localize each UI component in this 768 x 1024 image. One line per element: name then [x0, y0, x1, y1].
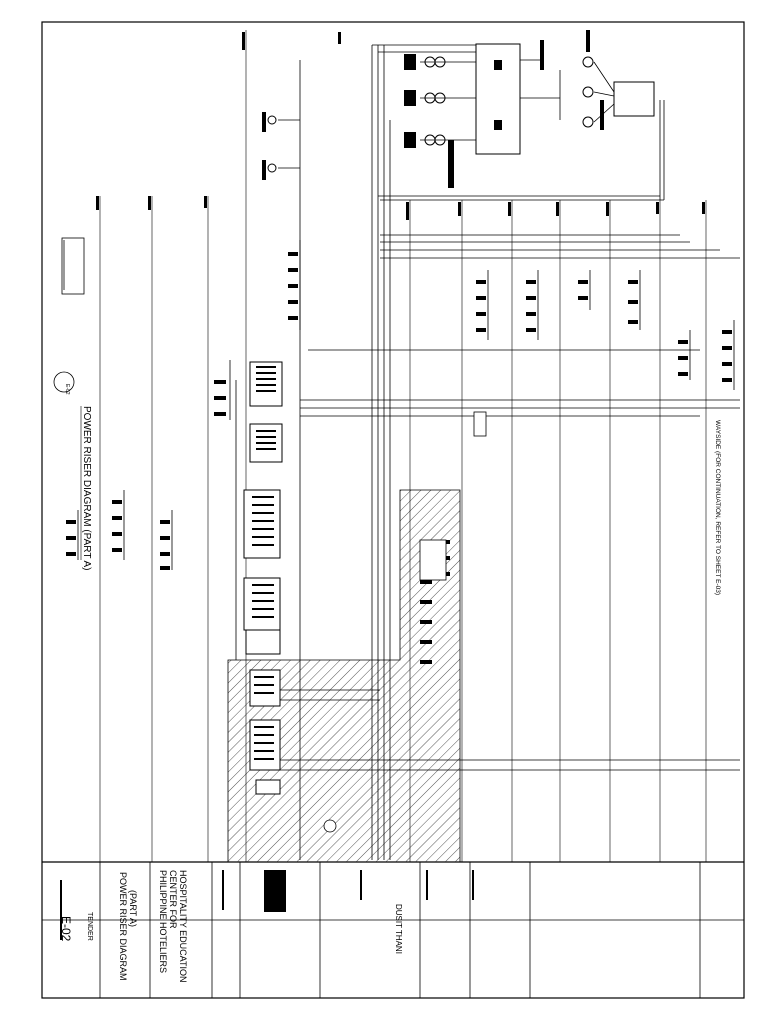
hatched-area [227, 489, 461, 863]
sheet-number: E-02 [59, 916, 73, 942]
project-name-line-2: CENTER FOR [168, 870, 178, 929]
project-name-line-1: PHILIPPINE HOTELIERS [158, 870, 168, 973]
client-group: DUSIT THANI [394, 904, 403, 954]
generator-wiring [278, 59, 615, 169]
status-group: TENDER [86, 912, 93, 941]
switchboard-breakers [252, 366, 276, 760]
project-name-line-3: HOSPITALITY EDUCATION [178, 870, 188, 983]
panel-stack-marks [66, 252, 732, 664]
title-block [42, 862, 744, 998]
floor-level-lines [99, 30, 707, 862]
title-mark-group: E-02 [64, 384, 70, 395]
generator-equipment [267, 43, 655, 173]
equipment-labels [262, 30, 604, 188]
sheet-title-group: POWER RISER DIAGRAM (PART A) [118, 872, 138, 981]
continuation-note-group: WAYSIDE (FOR CONTINUATION, REFER TO SHEE… [714, 420, 721, 595]
client-name: DUSIT THANI [394, 904, 403, 954]
drawing-title-group: POWER RISER DIAGRAM (PART A) [80, 406, 92, 570]
load-symbols [53, 371, 487, 833]
drawing-title: POWER RISER DIAGRAM (PART A) [81, 406, 92, 570]
title-mark: E-02 [64, 384, 70, 395]
project-name-group: PHILIPPINE HOTELIERS CENTER FOR HOSPITAL… [158, 870, 188, 983]
sheet-title-line-2: (PART A) [128, 890, 138, 927]
level-label-marks [96, 32, 705, 220]
status: TENDER [86, 912, 93, 941]
sheet-title-line-1: POWER RISER DIAGRAM [118, 872, 128, 981]
sheet-border [41, 21, 745, 999]
feeder-lines [235, 44, 740, 860]
panel-stacks-left [61, 237, 735, 570]
continuation-note: WAYSIDE (FOR CONTINUATION, REFER TO SHEE… [714, 420, 721, 595]
sheet-number-group: E-02 [59, 916, 73, 942]
switchboards [243, 361, 283, 795]
